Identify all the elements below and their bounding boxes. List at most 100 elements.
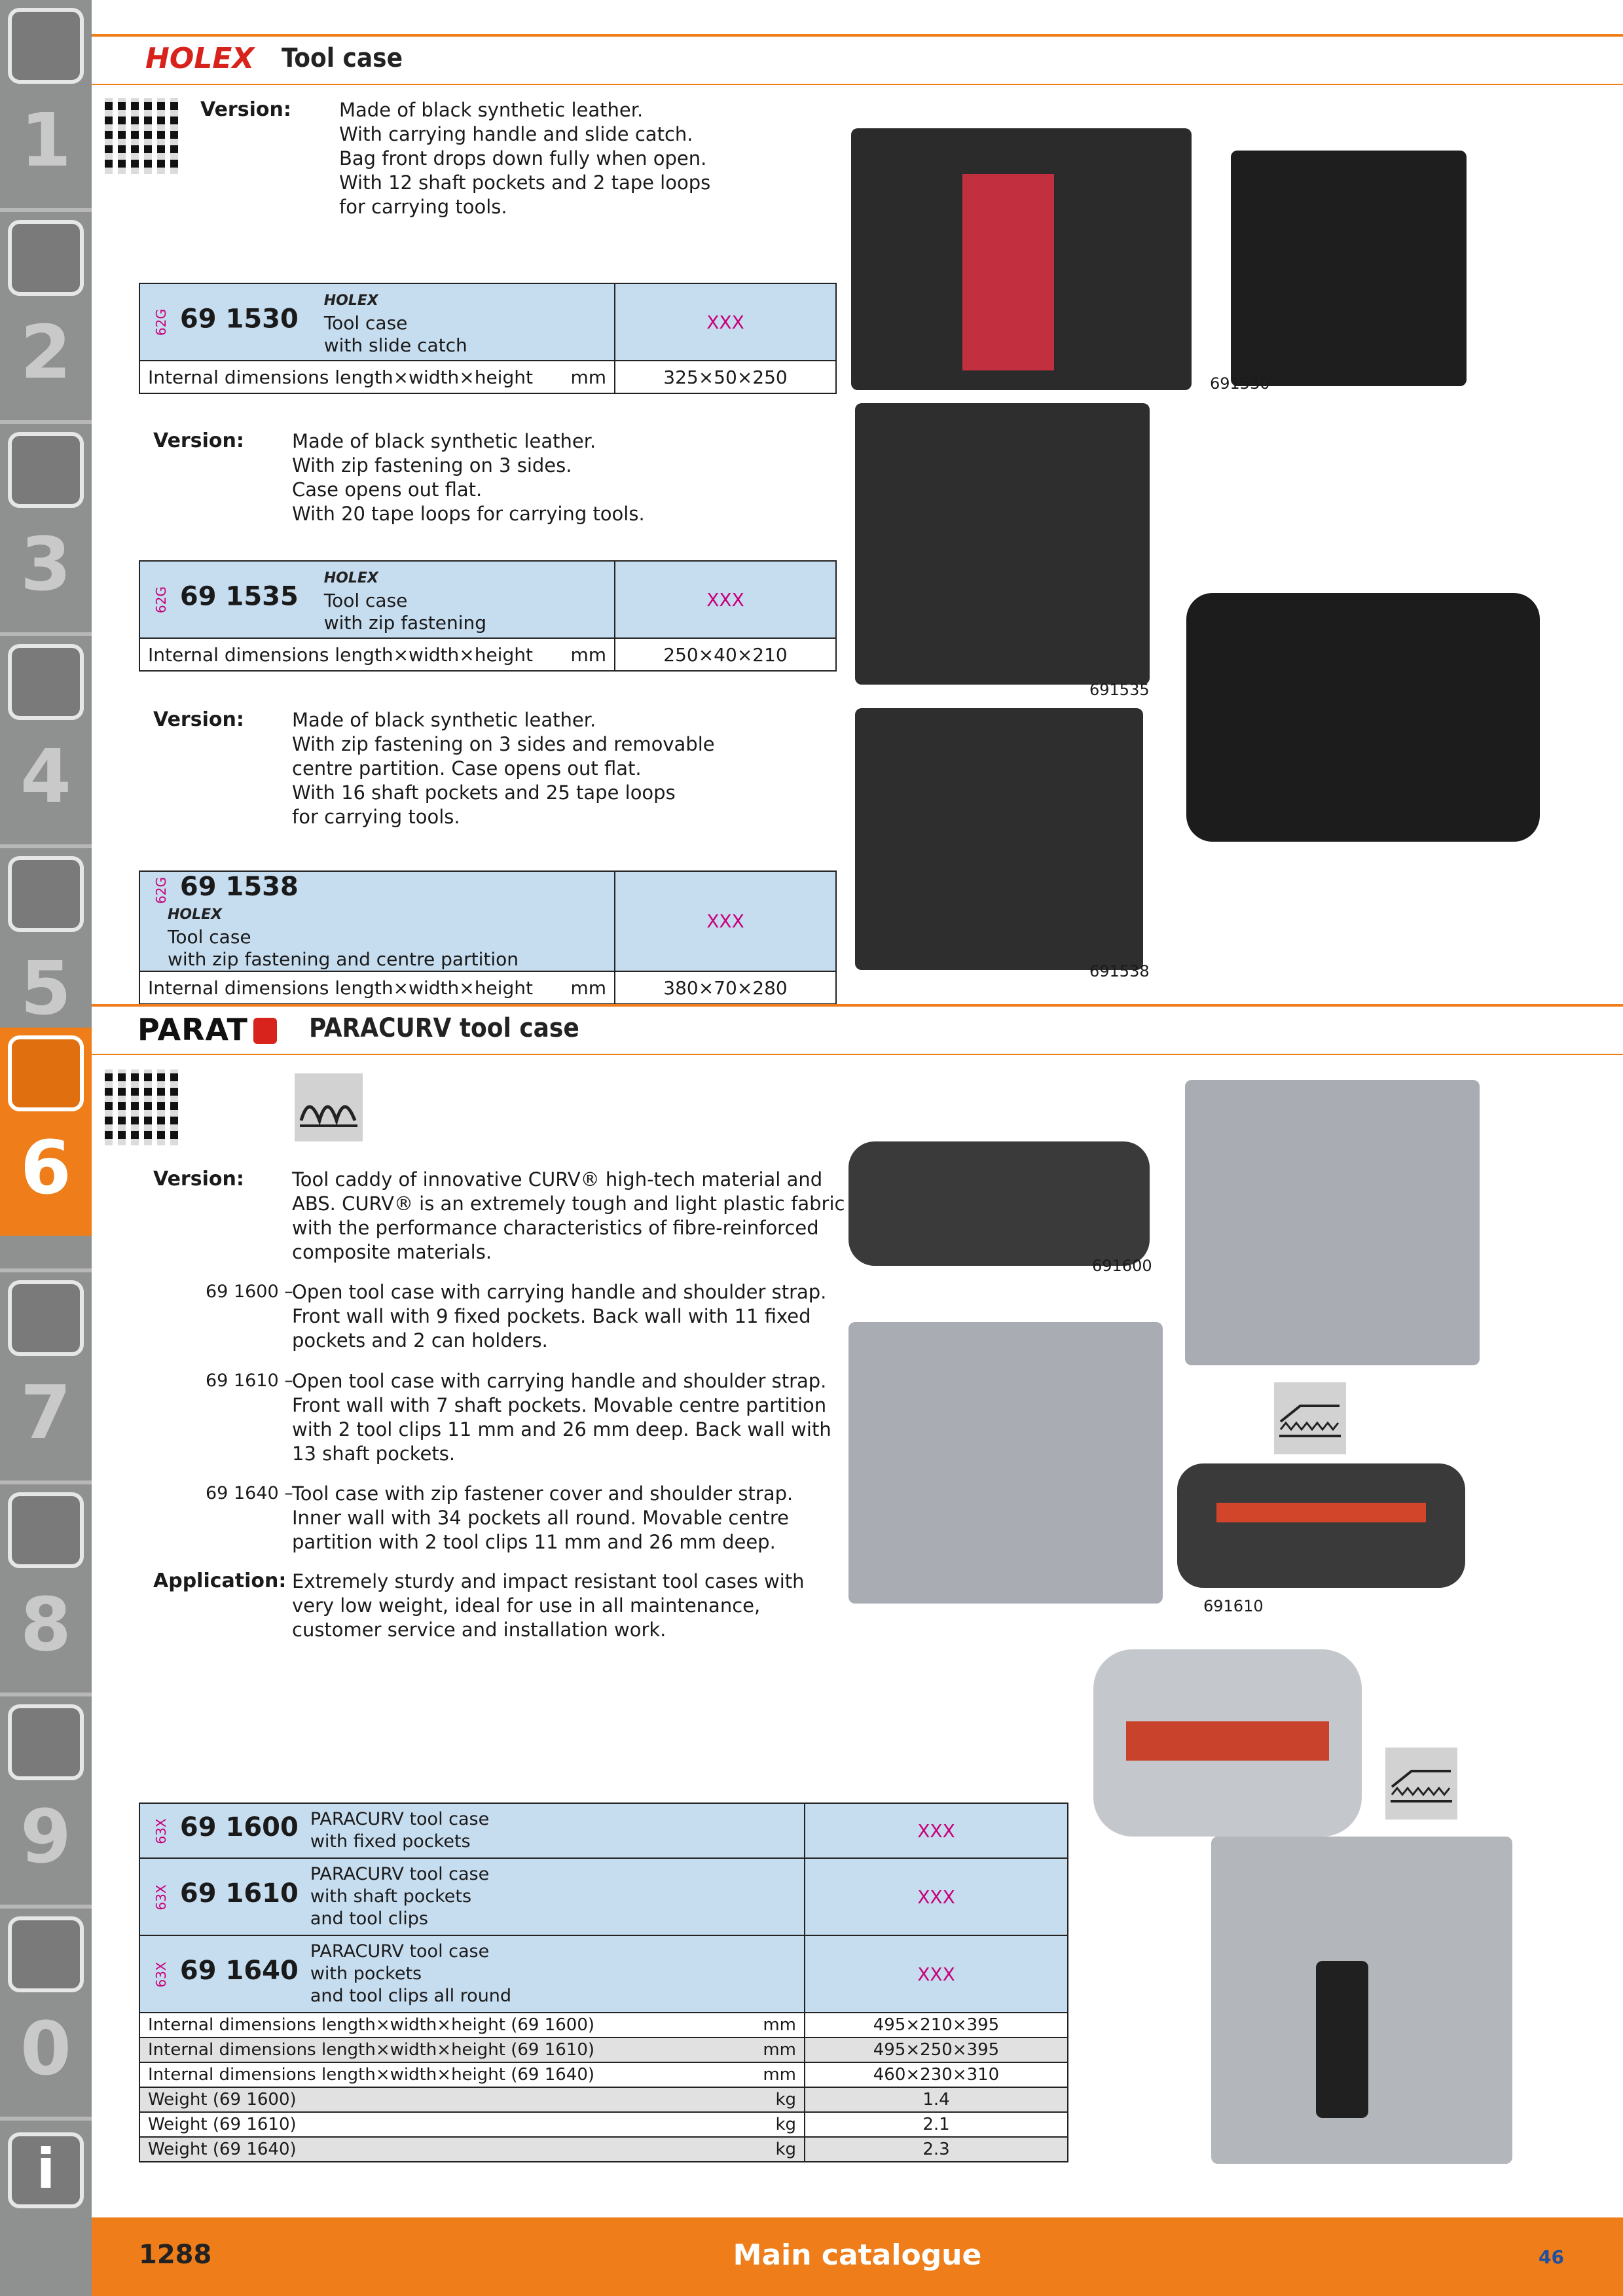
product-cell: 62G 69 1535 HOLEX Tool case with zip fas… bbox=[139, 560, 615, 639]
chapter-number: 7 bbox=[20, 1371, 71, 1456]
chapter-tab-9[interactable]: 9 bbox=[0, 1696, 92, 1905]
chapter-number: 1 bbox=[20, 98, 71, 183]
version-label: Version: bbox=[153, 708, 244, 731]
zip-fastener-icon bbox=[1274, 1382, 1346, 1454]
holex-small-logo: HOLEX bbox=[323, 569, 378, 586]
variant-text: Open tool case with carrying handle and … bbox=[292, 1370, 831, 1465]
parat-logo: PARAT bbox=[137, 1012, 277, 1047]
image-caption: 691600 bbox=[1092, 1257, 1152, 1275]
article-number[interactable]: 69 1535 bbox=[179, 581, 299, 611]
spec-row: Weight (69 1610)kg bbox=[139, 2111, 805, 2138]
section-rule bbox=[92, 1004, 1623, 1007]
footer-page-ref: 46 bbox=[1539, 2246, 1564, 2268]
tool-holder-icon bbox=[8, 432, 84, 508]
chapter-tab-1[interactable]: 1 bbox=[0, 0, 92, 208]
toolbox-icon bbox=[8, 1492, 84, 1568]
chapter-number: 3 bbox=[20, 522, 71, 607]
drill-icon bbox=[8, 8, 84, 84]
spec-row: Internal dimensions length×width×height … bbox=[139, 2062, 805, 2088]
article-number[interactable]: 69 1610 bbox=[179, 1878, 299, 1909]
price: XXX bbox=[614, 283, 837, 361]
spec-value: 495×250×395 bbox=[804, 2037, 1068, 2063]
product-cell: 62G 69 1530 HOLEX Tool case with slide c… bbox=[139, 283, 615, 361]
chapter-tab-8[interactable]: 8 bbox=[0, 1484, 92, 1693]
version-label: Version: bbox=[153, 429, 244, 452]
variant-code: 69 1600 – bbox=[206, 1282, 293, 1302]
group-code: 62G bbox=[153, 309, 169, 336]
wrench-icon bbox=[8, 1035, 84, 1111]
price: XXX bbox=[614, 870, 837, 972]
image-caption: 691538 bbox=[1089, 962, 1150, 980]
article-number[interactable]: 69 1600 bbox=[179, 1812, 299, 1842]
dimension-value: 325×50×250 bbox=[614, 360, 837, 394]
variant-text: Open tool case with carrying handle and … bbox=[292, 1281, 827, 1352]
version-text: Made of black synthetic leather. With zi… bbox=[292, 709, 715, 828]
spec-value: 2.3 bbox=[804, 2136, 1068, 2162]
chapter-tab-3[interactable]: 3 bbox=[0, 424, 92, 632]
chapter-tab-6[interactable]: 6 bbox=[0, 1028, 92, 1236]
curv-material-icon bbox=[295, 1073, 363, 1141]
qr-code-icon[interactable] bbox=[105, 98, 181, 174]
qr-code-icon[interactable] bbox=[105, 1069, 181, 1145]
variant-code: 69 1640 – bbox=[206, 1483, 293, 1503]
group-code: 63X bbox=[153, 1962, 169, 1988]
group-code: 63X bbox=[153, 1884, 169, 1910]
price: XXX bbox=[804, 1803, 1068, 1859]
section-rule bbox=[92, 34, 1623, 37]
paracurv-691640-top-image bbox=[1093, 1649, 1362, 1837]
milling-cutter-icon bbox=[8, 220, 84, 296]
chapter-tab-2[interactable]: 2 bbox=[0, 212, 92, 420]
version-text: Made of black synthetic leather. With zi… bbox=[292, 430, 645, 525]
group-code: 62G bbox=[153, 586, 169, 613]
chapter-number: 4 bbox=[20, 734, 71, 819]
catalogue-title: Main catalogue bbox=[733, 2238, 982, 2272]
chapter-number: 8 bbox=[20, 1583, 71, 1668]
chapter-tab-4[interactable]: 4 bbox=[0, 636, 92, 844]
chapter-tab-7[interactable]: 7 bbox=[0, 1272, 92, 1480]
article-number[interactable]: 69 1538 bbox=[179, 872, 299, 902]
chapter-tab-info[interactable]: i bbox=[0, 2121, 92, 2217]
dimension-value: 380×70×280 bbox=[614, 971, 837, 1005]
version-label: Version: bbox=[200, 98, 291, 121]
version-text: Made of black synthetic leather. With ca… bbox=[339, 99, 711, 218]
article-number[interactable]: 69 1640 bbox=[179, 1956, 299, 1986]
chapter-sidebar: 1 2 3 4 5 6 7 8 9 0 i bbox=[0, 0, 92, 2296]
chapter-tab-0[interactable]: 0 bbox=[0, 1909, 92, 2117]
info-icon: i bbox=[8, 2132, 84, 2208]
tool-case-691535-closed-image bbox=[1186, 593, 1540, 842]
page-number: 1288 bbox=[139, 2240, 212, 2270]
caliper-icon bbox=[8, 644, 84, 720]
spec-value: 2.1 bbox=[804, 2111, 1068, 2138]
section-rule bbox=[92, 84, 1623, 85]
application-text: Extremely sturdy and impact resistant to… bbox=[292, 1570, 805, 1641]
price: XXX bbox=[804, 1935, 1068, 2013]
article-number[interactable]: 69 1530 bbox=[179, 304, 299, 334]
price: XXX bbox=[804, 1857, 1068, 1936]
tool-case-691530-open-image bbox=[851, 128, 1192, 390]
spec-row: Weight (69 1600)kg bbox=[139, 2087, 805, 2113]
chapter-number: 9 bbox=[20, 1795, 71, 1880]
holex-small-logo: HOLEX bbox=[323, 292, 378, 309]
spec-value: 1.4 bbox=[804, 2087, 1068, 2113]
price: XXX bbox=[614, 560, 837, 639]
chapter-number: 5 bbox=[20, 946, 71, 1031]
chapter-number: 2 bbox=[20, 310, 71, 395]
group-code: 62G bbox=[153, 877, 169, 904]
section-title: Tool case bbox=[282, 43, 403, 73]
paracurv-691610-image bbox=[848, 1322, 1163, 1604]
chapter-tab-5[interactable]: 5 bbox=[0, 848, 92, 1056]
tool-case-691535-open-image bbox=[855, 403, 1150, 685]
product-table: 62G 69 1530 HOLEX Tool case with slide c… bbox=[139, 283, 837, 394]
pliers-icon bbox=[8, 1280, 84, 1356]
saw-blade-icon bbox=[8, 856, 84, 932]
workshop-cabinet-icon bbox=[8, 1704, 84, 1780]
image-caption: 691530 bbox=[1210, 374, 1270, 393]
tool-case-691530-closed-image bbox=[1231, 151, 1467, 386]
tool-case-691538-image bbox=[855, 708, 1143, 970]
